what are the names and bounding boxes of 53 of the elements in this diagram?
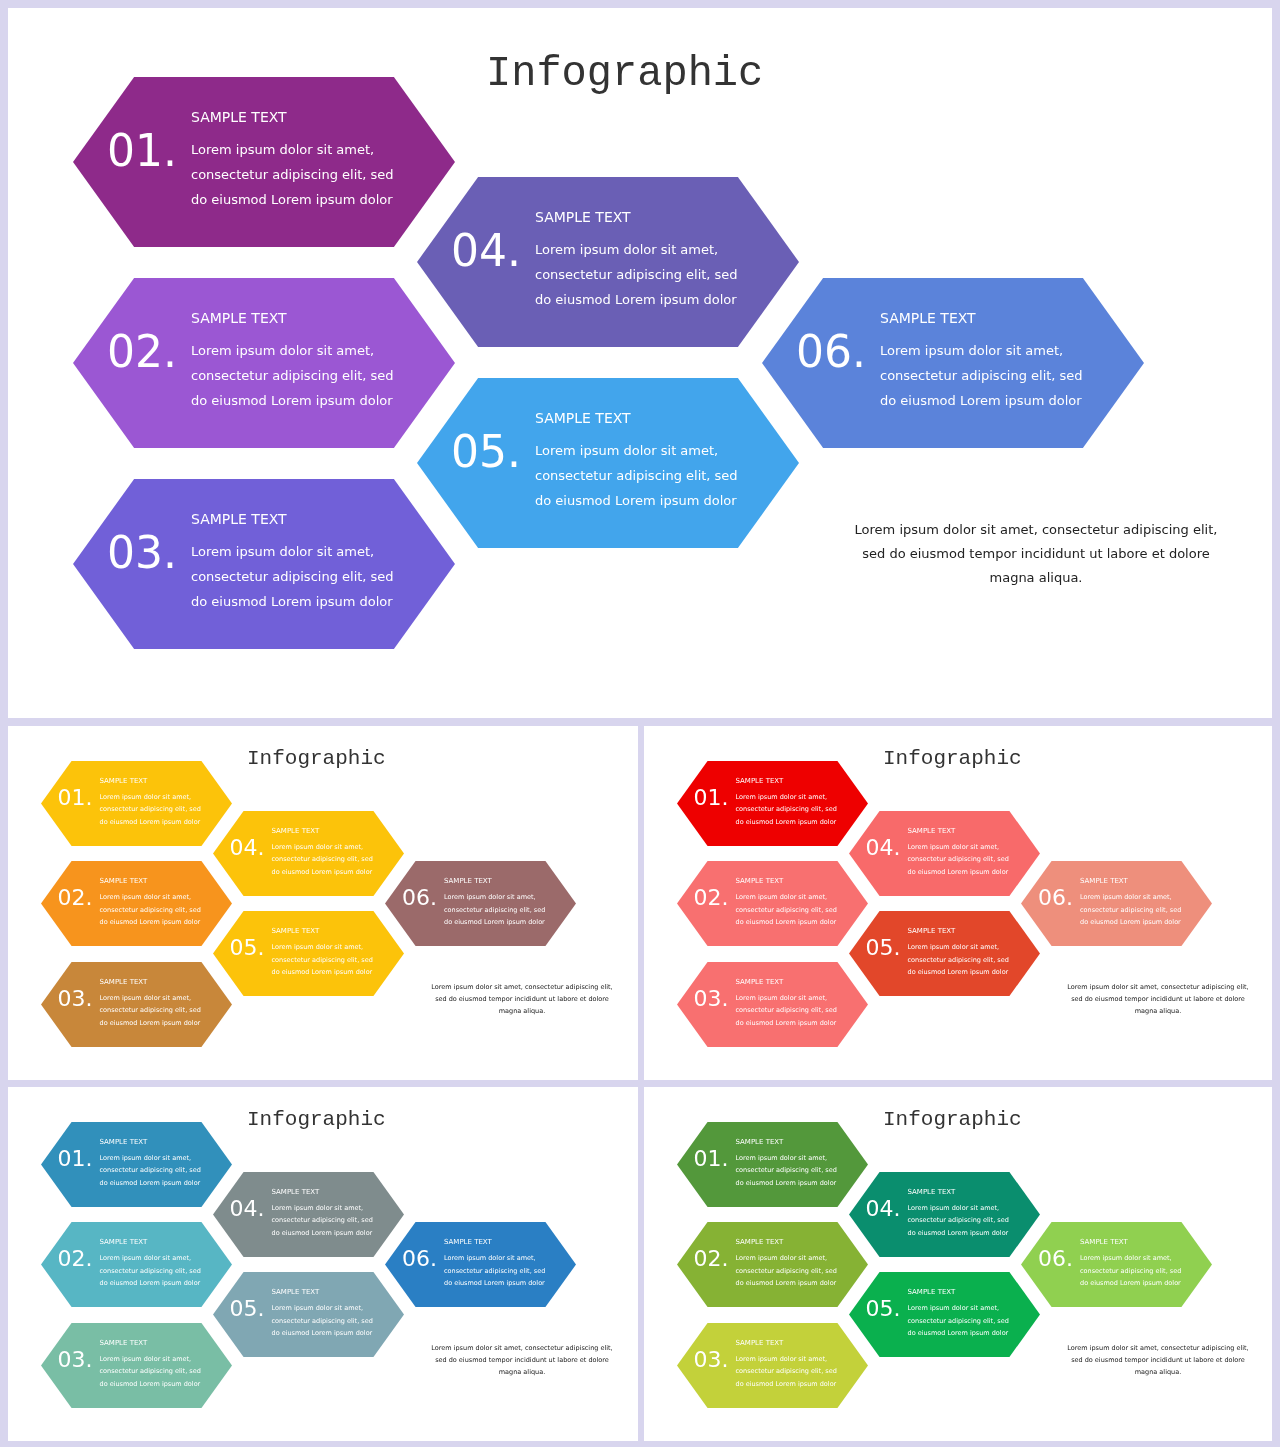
- step-number: 05.: [865, 1296, 901, 1321]
- card-body: Lorem ipsum dolor sit amet, consectetur adipiscing elit, sed do eiusmod Lorem ipsum dolor: [535, 442, 739, 510]
- step-number: 05.: [229, 1296, 265, 1321]
- slide-title: Infographic: [247, 1108, 386, 1131]
- slide-panel: [644, 1087, 1272, 1441]
- card-heading: SAMPLE TEXT: [535, 410, 631, 426]
- step-number: 01.: [693, 1145, 729, 1171]
- slide-panel: [8, 726, 638, 1080]
- step-number: 05.: [865, 935, 901, 960]
- step-number: 01.: [693, 784, 729, 810]
- card-body: Lorem ipsum dolor sit amet, consectetur adipiscing elit, sed do eiusmod Lorem ipsum dolor: [191, 141, 395, 209]
- slide-panel: [644, 726, 1272, 1080]
- step-number: 03.: [57, 985, 93, 1011]
- step-number: 03.: [693, 1346, 729, 1372]
- step-number: 03.: [107, 527, 177, 578]
- step-number: 02.: [107, 326, 177, 377]
- step-number: 01.: [107, 125, 177, 176]
- step-number: 05.: [229, 935, 265, 960]
- card-body: Lorem ipsum dolor sit amet, consectetur adipiscing elit, sed do eiusmod Lorem ipsum dolor: [535, 241, 739, 309]
- step-number: 06.: [1038, 1246, 1073, 1271]
- slide-panel: [8, 8, 1272, 718]
- note-paragraph: Lorem ipsum dolor sit amet, consectetur adipiscing elit, sed do eiusmod tempor incididunt ut labore et dolore magna aliqua.: [853, 521, 1219, 587]
- card-body: Lorem ipsum dolor sit amet, consectetur adipiscing elit, sed do eiusmod Lorem ipsum dolor: [880, 342, 1084, 410]
- step-number: 01.: [57, 784, 93, 810]
- step-number: 02.: [57, 885, 93, 910]
- slide-panel: [8, 1087, 638, 1441]
- card-heading: SAMPLE TEXT: [191, 109, 287, 125]
- step-number: 04.: [865, 834, 901, 860]
- step-number: 04.: [865, 1195, 901, 1221]
- step-number: 04.: [451, 225, 521, 276]
- step-number: 02.: [693, 885, 729, 910]
- slide-title: Infographic: [883, 747, 1022, 770]
- step-number: 06.: [1038, 885, 1073, 910]
- card-body: Lorem ipsum dolor sit amet, consectetur adipiscing elit, sed do eiusmod Lorem ipsum dolor: [191, 342, 395, 410]
- slide-title: Infographic: [486, 50, 764, 98]
- slide-title: Infographic: [883, 1108, 1022, 1131]
- card-heading: SAMPLE TEXT: [535, 209, 631, 225]
- step-number: 06.: [402, 1246, 437, 1271]
- step-number: 03.: [693, 985, 729, 1011]
- card-body: Lorem ipsum dolor sit amet, consectetur adipiscing elit, sed do eiusmod Lorem ipsum dolor: [191, 543, 395, 611]
- step-number: 04.: [229, 1195, 265, 1221]
- step-number: 02.: [57, 1246, 93, 1271]
- step-number: 04.: [229, 834, 265, 860]
- slide-title: Infographic: [247, 747, 386, 770]
- step-number: 06.: [402, 885, 437, 910]
- step-number: 05.: [451, 426, 521, 477]
- step-number: 02.: [693, 1246, 729, 1271]
- step-number: 03.: [57, 1346, 93, 1372]
- card-heading: SAMPLE TEXT: [880, 310, 976, 326]
- card-heading: SAMPLE TEXT: [191, 310, 287, 326]
- step-number: 06.: [796, 326, 866, 377]
- card-heading: SAMPLE TEXT: [191, 511, 287, 527]
- step-number: 01.: [57, 1145, 93, 1171]
